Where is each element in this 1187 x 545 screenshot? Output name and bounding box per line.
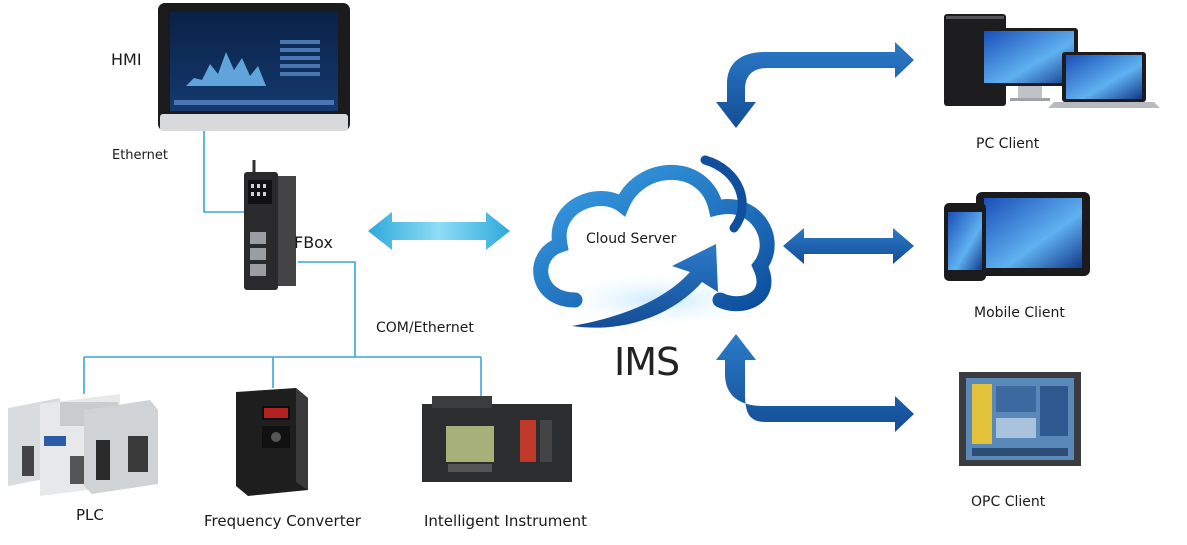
mobile-client-label: Mobile Client (974, 305, 1065, 321)
connection-lines (83, 128, 482, 398)
hmi-chart-area (186, 52, 266, 86)
opc-client-label: OPC Client (971, 494, 1046, 510)
fbox-label: FBox (294, 233, 333, 252)
opc-client-arrow (716, 334, 914, 432)
intelligent-instrument-label: Intelligent Instrument (424, 512, 587, 530)
hmi-fbox-line (203, 128, 244, 213)
cloud-server-label: Cloud Server (586, 231, 677, 247)
pc-client-arrow (716, 42, 914, 128)
plc-label: PLC (76, 506, 104, 524)
com-ethernet-label: COM/Ethernet (376, 320, 474, 336)
plc-device (8, 394, 158, 496)
frequency-converter-device (236, 388, 308, 496)
fbox-cloud-arrow (368, 212, 510, 250)
mobile-client-arrow (783, 228, 914, 264)
client-arrows (716, 42, 914, 432)
ethernet-label: Ethernet (112, 148, 168, 163)
pc-client-label: PC Client (976, 136, 1040, 152)
hmi-screen (170, 12, 338, 111)
frequency-converter-label: Frequency Converter (204, 512, 361, 530)
hmi-label: HMI (111, 50, 142, 69)
fbox-device (244, 160, 296, 290)
cloud-server-icon (533, 155, 775, 330)
pc-client-icon (944, 14, 1160, 108)
ims-label: IMS (614, 340, 680, 384)
fbox-bus-line (298, 261, 356, 357)
mobile-client-icon (944, 192, 1090, 281)
opc-client-icon (959, 372, 1081, 466)
hmi-device (158, 3, 350, 131)
intelligent-instrument-device (422, 396, 572, 482)
